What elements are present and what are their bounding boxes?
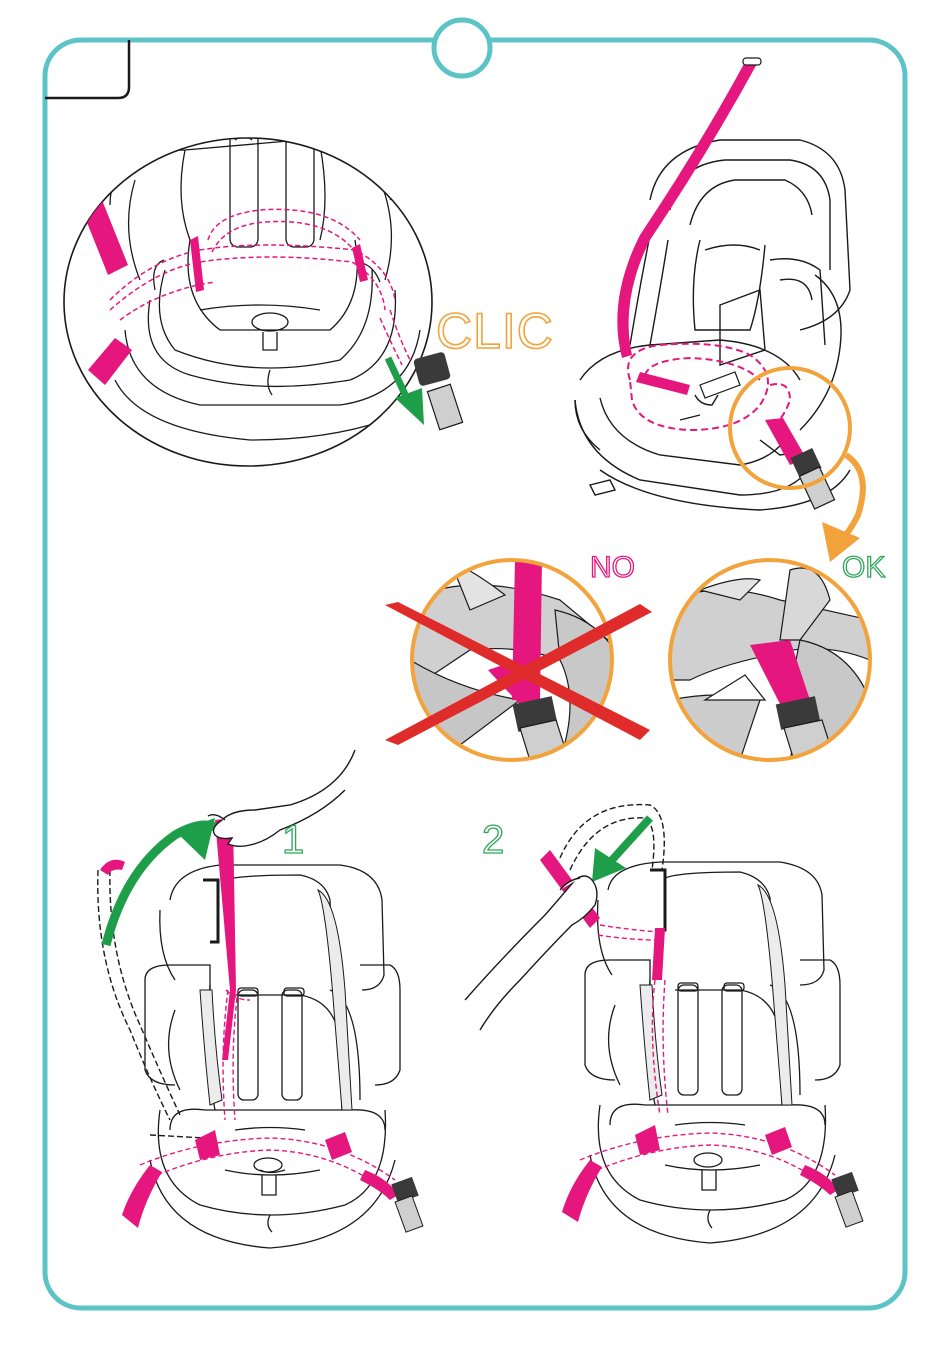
step-1-illustration bbox=[98, 750, 423, 1248]
clic-label: CLIC bbox=[436, 306, 554, 356]
frame-top-circle bbox=[434, 20, 490, 76]
detail-circle-buckle bbox=[64, 127, 463, 466]
zoom-callout-circle bbox=[730, 368, 850, 488]
step-2-number: 2 bbox=[482, 820, 504, 860]
orange-curved-arrow-icon bbox=[822, 455, 863, 562]
step-2-illustration bbox=[465, 805, 863, 1243]
ok-label: OK bbox=[842, 553, 885, 583]
no-label: NO bbox=[590, 553, 635, 583]
green-curved-arrow-icon bbox=[106, 818, 220, 945]
buckle-receiver-side bbox=[790, 448, 834, 509]
shoulder-belt bbox=[617, 62, 758, 358]
hand-icon-step-2 bbox=[465, 876, 597, 1030]
step-1-number: 1 bbox=[282, 820, 304, 860]
incorrect-routing-circle bbox=[385, 560, 652, 780]
seat-side-view bbox=[575, 58, 863, 562]
correct-routing-circle bbox=[670, 560, 870, 780]
